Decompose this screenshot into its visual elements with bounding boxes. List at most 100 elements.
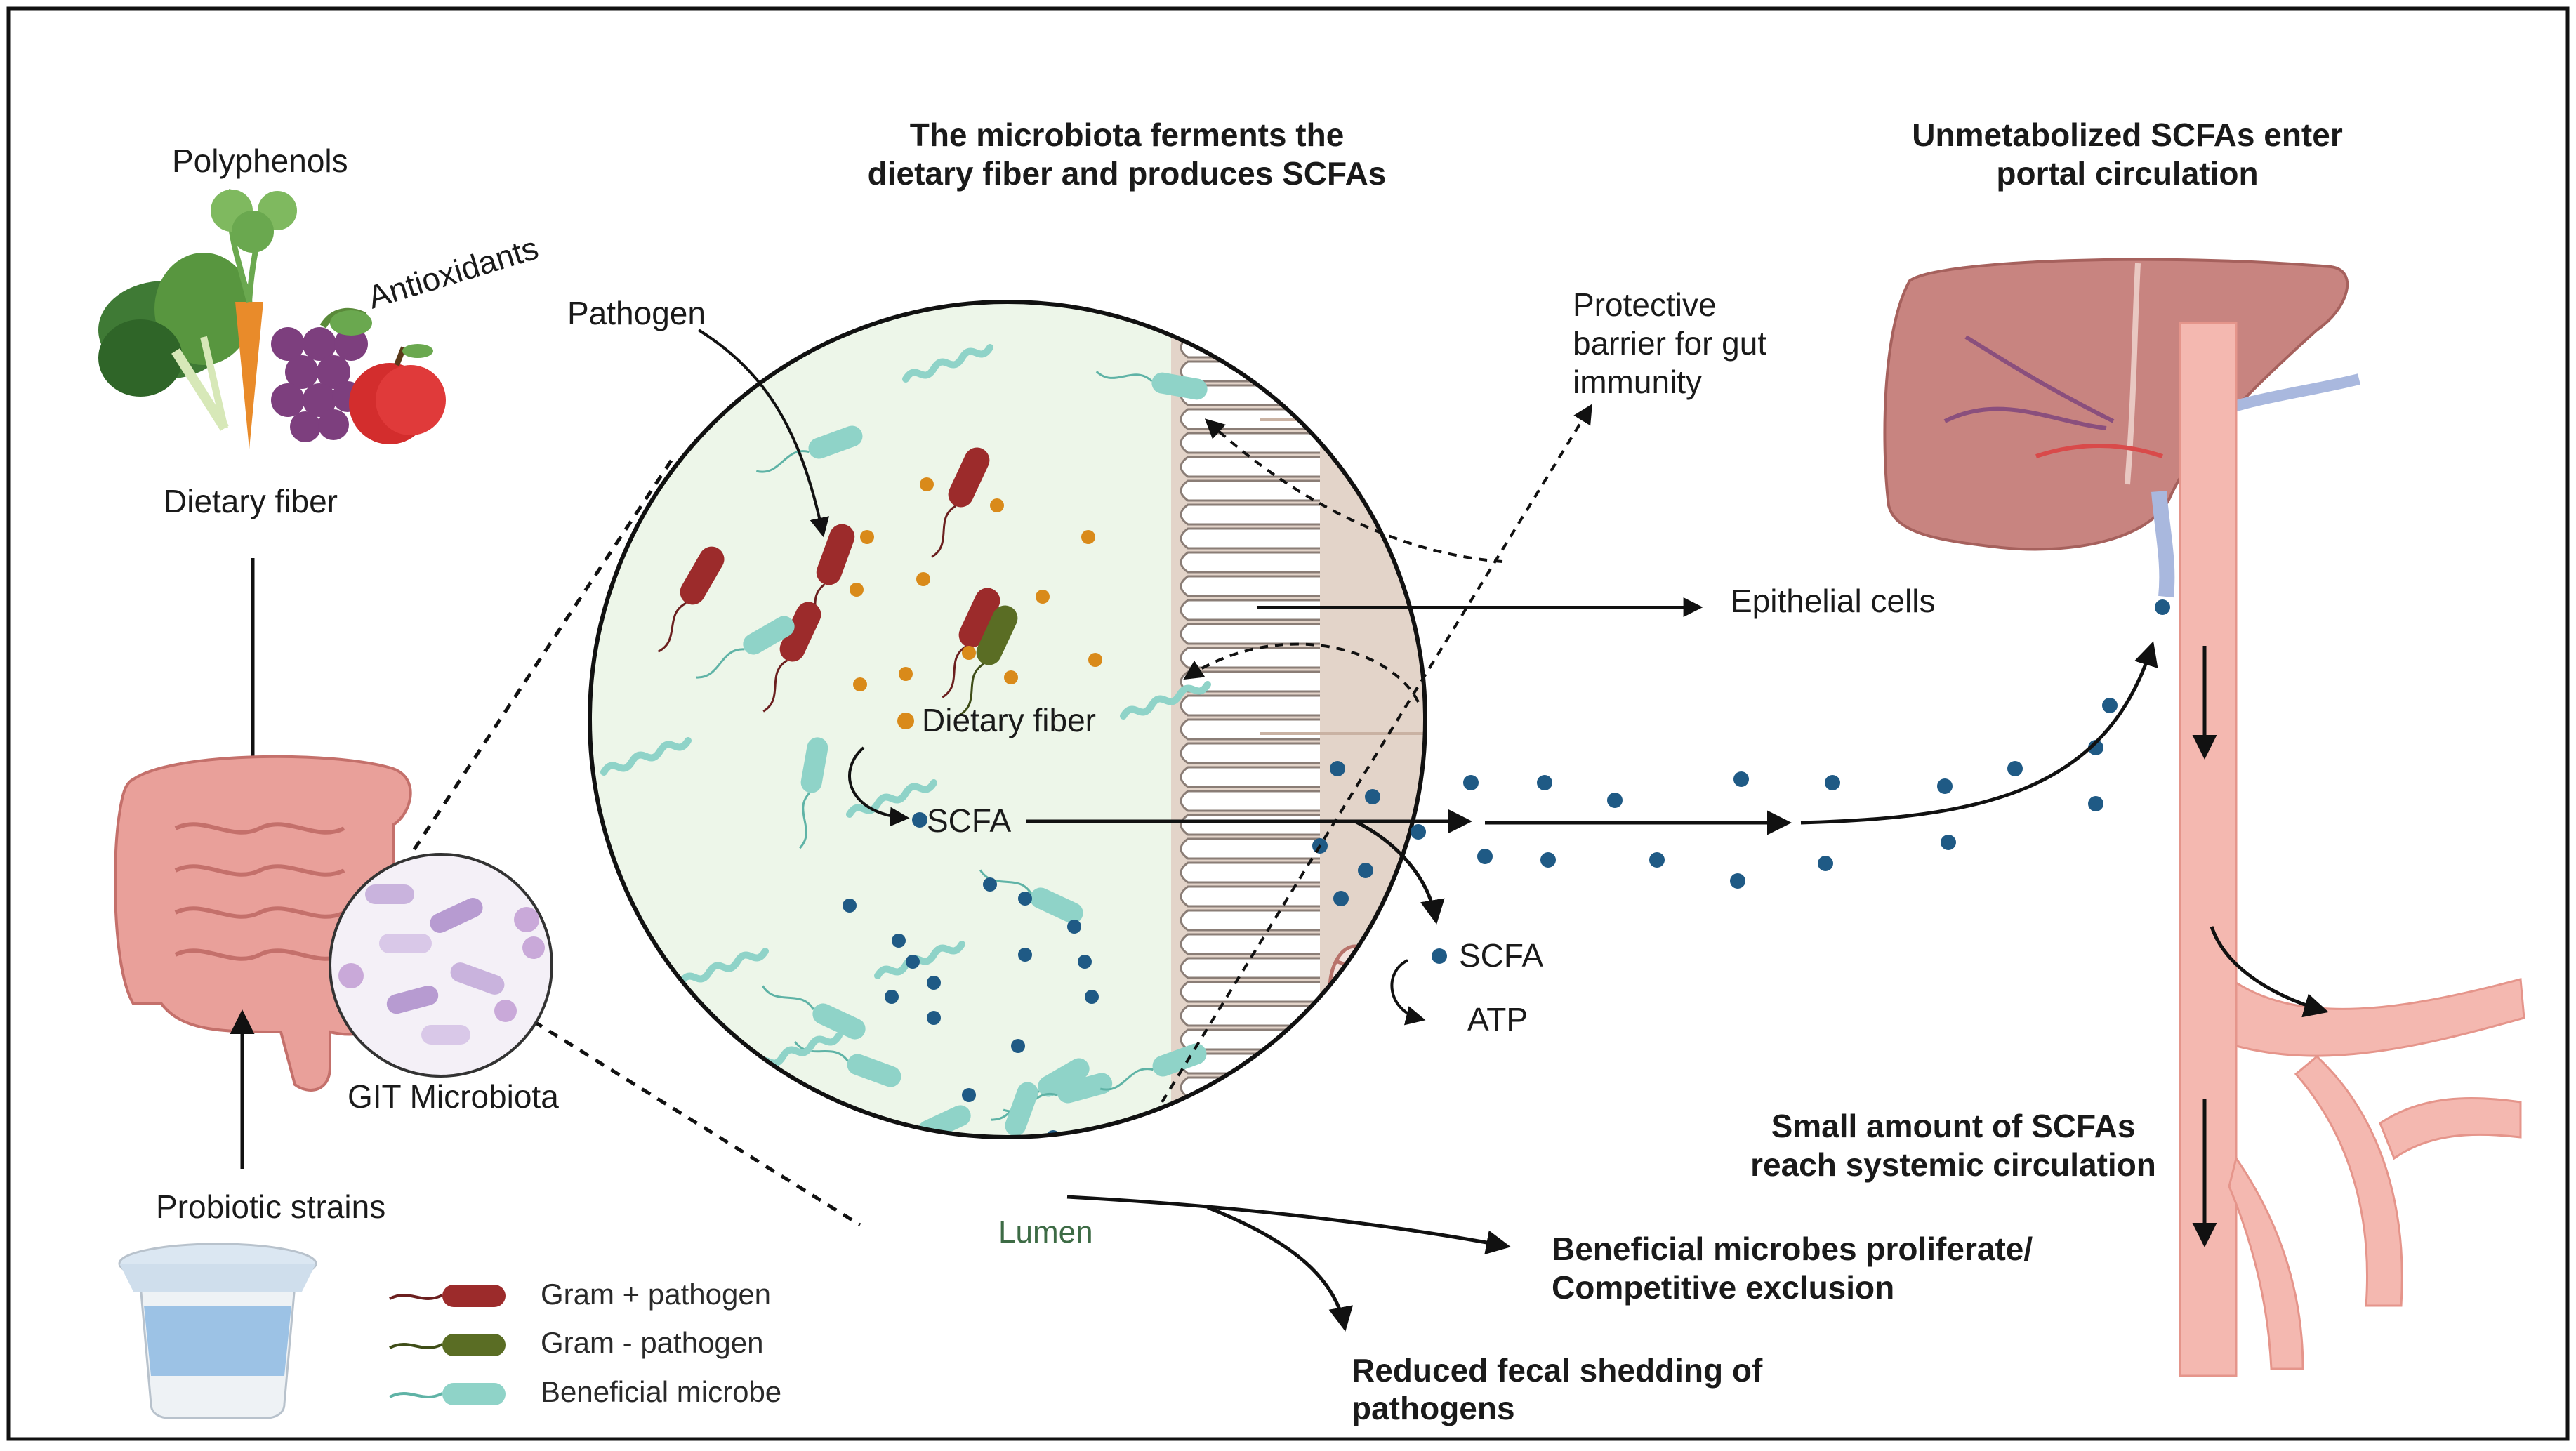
fermentation-curved-arrow (848, 746, 910, 827)
beneficial-microbe (1099, 1043, 1207, 1091)
scfa-molecule (1333, 891, 1349, 906)
scfa-molecule (2102, 698, 2118, 713)
scfa-dot (1432, 948, 1447, 964)
vessel-branch-arrow (2210, 926, 2329, 1018)
villus (1180, 575, 1320, 597)
scfa-molecule (1067, 920, 1081, 934)
beneficial-microbe (695, 616, 795, 679)
portal-heading-line2: portal circulation (1996, 155, 2258, 192)
scfa-molecule (1365, 789, 1380, 804)
systemic-vessel-branch (2235, 978, 2525, 1057)
atp-label: ATP (1467, 1001, 1528, 1038)
villus (1180, 432, 1320, 454)
fiber-particle (1036, 590, 1050, 604)
food-group: Polyphenols Antioxidants Dietary fiber (98, 143, 543, 519)
grapes-icon (271, 307, 372, 442)
fiber-particle (1088, 653, 1102, 667)
scfa-molecule (1088, 1158, 1102, 1172)
scfa-molecule (1733, 771, 1749, 787)
villus (1180, 1005, 1320, 1027)
villus (1180, 694, 1320, 717)
scfa-molecule (2088, 796, 2103, 811)
systemic-vessel-branch (2228, 1155, 2304, 1370)
scfa-molecule (885, 990, 899, 1004)
probiotic-strains-label: Probiotic strains (156, 1188, 385, 1225)
beneficial-microbe (992, 1082, 1038, 1137)
gram-negative-pathogen (959, 605, 1018, 716)
beneficial-microbe (1095, 371, 1208, 400)
scfa-molecule (927, 976, 941, 990)
pathogen-pointer-arrow (697, 329, 830, 538)
legend-label: Gram - pathogen (541, 1326, 764, 1359)
scfa-molecule (1540, 852, 1556, 868)
spiral-microbe (1120, 681, 1211, 720)
villus (1180, 909, 1320, 932)
scfa-molecule (1937, 778, 1953, 794)
villus (1180, 718, 1320, 741)
legend-item-beneficial: Beneficial microbe (389, 1375, 781, 1408)
systemic-heading-line2: reach systemic circulation (1750, 1146, 2156, 1183)
fecal-heading-line2: pathogens (1352, 1390, 1515, 1426)
spiral-microbe (902, 344, 993, 383)
villus (1180, 599, 1320, 621)
atp-production-arrow (1390, 959, 1426, 1026)
villus (1180, 837, 1320, 860)
scfa-molecule (1032, 1151, 1046, 1165)
scfa-to-mitochondria-arrow (1354, 819, 1445, 925)
scfa-molecule (906, 955, 920, 969)
atp-icon (1429, 1004, 1464, 1038)
spiral-microbe (874, 941, 965, 979)
apple-icon (349, 344, 446, 444)
scfa-to-portal-arrow (1800, 641, 2158, 825)
beneficial-microbe (794, 1041, 901, 1087)
villus (1181, 266, 1320, 286)
fiber-dot (897, 713, 914, 729)
scfa-mito-label: SCFA (1459, 937, 1543, 974)
protective-barrier-label-line1: Protective (1573, 286, 1717, 323)
legend-label: Gram + pathogen (541, 1278, 771, 1311)
fiber-particle (1004, 670, 1018, 684)
dietary-fiber-left-label: Dietary fiber (164, 483, 338, 519)
fiber-particle (850, 583, 864, 597)
leafy-greens-icon (98, 253, 253, 431)
villus (1180, 742, 1320, 764)
villus (1180, 456, 1320, 478)
beneficial-heading-line1: Beneficial microbes proliferate/ (1552, 1231, 2033, 1267)
scfa-molecule-in-vessel (2155, 599, 2170, 615)
scfa-molecule (1941, 835, 1956, 850)
villus (1181, 242, 1320, 262)
systemic-vessel-branch (2379, 1096, 2522, 1160)
epithelial-cells-label: Epithelial cells (1731, 583, 1935, 619)
blood-vessels (2151, 322, 2525, 1377)
villus (1180, 790, 1320, 812)
legend: Gram + pathogen Gram - pathogen Benefici… (389, 1278, 781, 1408)
scfa-molecule (1477, 849, 1493, 864)
beneficial-microbe (761, 985, 866, 1040)
villus (1180, 981, 1320, 1003)
villus (1180, 623, 1320, 645)
fiber-particle (916, 572, 930, 586)
systemic-vessel-branch (2294, 1054, 2403, 1307)
scfa-molecule (1730, 873, 1745, 889)
gram-positive-pathogen (657, 546, 725, 653)
villus (1180, 527, 1320, 550)
gram-positive-pathogen (931, 447, 990, 558)
fiber-particle (853, 677, 867, 691)
fecal-shedding-arrow (1207, 1205, 1354, 1332)
villus (1180, 551, 1320, 574)
polyphenols-label: Polyphenols (172, 143, 348, 179)
gram-positive-pathogen (762, 602, 821, 713)
carrot-icon (211, 189, 297, 449)
scfa-molecule (1078, 955, 1092, 969)
spiral-microbe (600, 737, 692, 776)
scfa-molecule (2007, 761, 2023, 776)
scfa-molecule (1607, 793, 1623, 808)
fiber-particle (860, 530, 874, 544)
villus (1180, 479, 1320, 502)
scfa-molecule (927, 1011, 941, 1025)
git-microbiota-label: GIT Microbiota (348, 1078, 559, 1115)
fiber-particle (990, 498, 1004, 512)
scfa-molecule (1011, 1039, 1025, 1053)
